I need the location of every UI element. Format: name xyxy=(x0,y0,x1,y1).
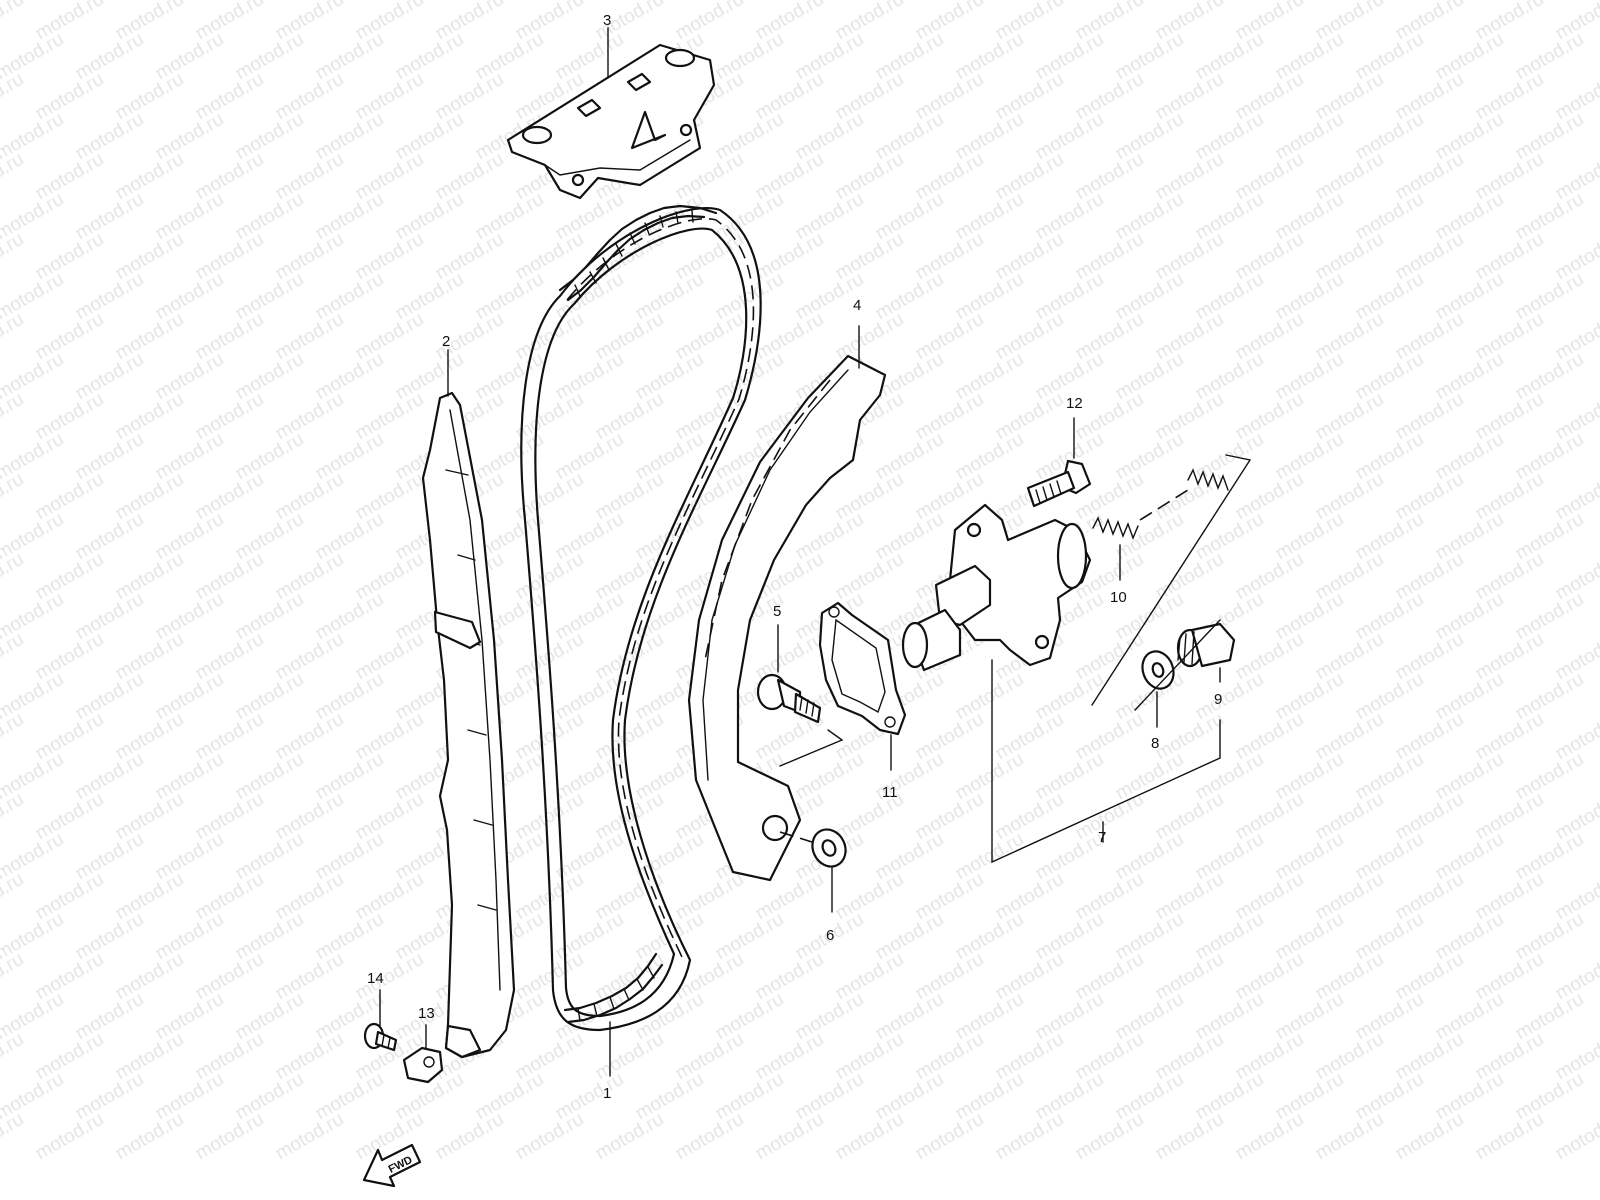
part-11-gasket xyxy=(818,601,907,736)
watermark-text: motod.ru xyxy=(752,1109,827,1165)
watermark-text: motod.ru xyxy=(1312,1109,1387,1165)
callout-11: 11 xyxy=(882,784,898,801)
watermark-text: motod.ru xyxy=(592,1109,667,1165)
watermark-text: motod.ru xyxy=(0,709,27,765)
callout-13: 13 xyxy=(418,1005,435,1022)
part-4-tensioner-arm xyxy=(687,354,887,882)
callout-1: 1 xyxy=(603,1085,611,1102)
callout-10: 10 xyxy=(1110,589,1127,606)
part-9-plug-bolt xyxy=(1176,622,1236,668)
watermark-text: motod.ru xyxy=(112,1109,187,1165)
watermark-text: motod.ru xyxy=(672,1109,747,1165)
callout-5: 5 xyxy=(773,603,781,620)
assembly-bracket-7 xyxy=(779,454,1252,864)
watermark-text: motod.ru xyxy=(1152,1109,1227,1165)
part-3-guide-plate xyxy=(506,43,716,200)
callout-2: 2 xyxy=(442,333,450,350)
part-13-lock-plate xyxy=(402,1046,444,1084)
watermark-text: motod.ru xyxy=(272,1109,347,1165)
callout-9: 9 xyxy=(1214,691,1222,708)
watermark-text: motod.ru xyxy=(1552,1109,1600,1165)
part-5-pivot-bolt xyxy=(756,673,822,724)
chain-links-top xyxy=(558,204,718,302)
watermark-text: motod.ru xyxy=(0,789,27,845)
watermark-text: motod.ru xyxy=(0,629,27,685)
callout-7: 7 xyxy=(1098,829,1106,846)
watermark-text: motod.ru xyxy=(0,229,27,285)
watermark-text: motod.ru xyxy=(1472,1109,1547,1165)
part-10-spring xyxy=(1092,468,1229,540)
watermark-text: motod.ru xyxy=(432,1109,507,1165)
watermark-text: motod.ru xyxy=(0,869,27,925)
callout-8: 8 xyxy=(1151,735,1159,752)
part-7-tensioner-body xyxy=(901,503,1092,672)
callout-12: 12 xyxy=(1066,395,1083,412)
watermark-text: motod.ru xyxy=(0,1029,27,1085)
part-2-chain-guide xyxy=(421,391,516,1059)
watermark-text: motod.ru xyxy=(912,1109,987,1165)
part-8-washer xyxy=(1141,650,1175,690)
part-12-bolt xyxy=(1026,459,1092,508)
part-1-cam-chain xyxy=(520,204,762,1032)
watermark-text: motod.ru xyxy=(192,1109,267,1165)
watermark-text: motod.ru xyxy=(0,949,27,1005)
watermark-text: motod.ru xyxy=(1232,1109,1307,1165)
leader-lines xyxy=(379,27,1221,1077)
watermark-text: motod.ru xyxy=(0,469,27,525)
watermark-text: motod.ru xyxy=(0,149,27,205)
watermark-text: motod.ru xyxy=(512,1109,587,1165)
part-6-washer xyxy=(779,828,847,868)
watermark-text: motod.ru xyxy=(0,309,27,365)
callouts: 1 2 3 4 5 6 7 8 9 10 11 12 13 14 xyxy=(367,12,1222,1102)
watermark-text: motod.ru xyxy=(0,549,27,605)
callout-4: 4 xyxy=(853,297,861,314)
watermark-text: motod.ru xyxy=(832,1109,907,1165)
watermark-text: motod.ru xyxy=(0,1109,27,1165)
watermark-text: motod.ru xyxy=(1392,1109,1467,1165)
chain-links-bottom xyxy=(563,952,664,1024)
watermark-text: motod.ru xyxy=(1072,1109,1147,1165)
watermark-text: motod.ru xyxy=(32,1109,107,1165)
part-14-screw xyxy=(363,1022,398,1052)
callout-3: 3 xyxy=(603,12,611,29)
callout-14: 14 xyxy=(367,970,384,987)
watermark-text: motod.ru xyxy=(0,69,27,125)
callout-6: 6 xyxy=(826,927,834,944)
watermark-text: motod.ru xyxy=(0,0,27,44)
watermark-text: motod.ru xyxy=(0,389,27,445)
watermark-text: motod.ru xyxy=(992,1109,1067,1165)
